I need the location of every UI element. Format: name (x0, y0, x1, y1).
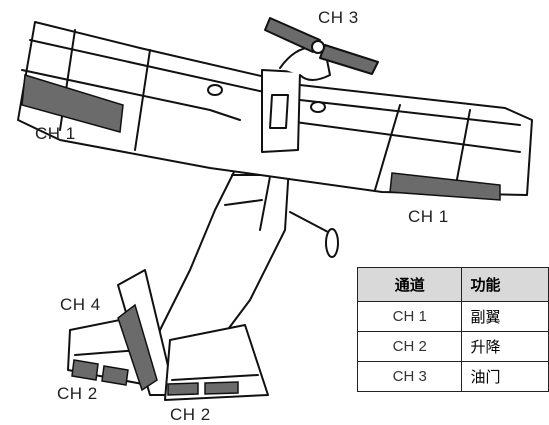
channel-function-table: 通道 功能 CH 1 副翼 CH 2 升降 CH 3 油门 (356, 267, 549, 392)
label-ch1-left-aileron: CH 1 (35, 124, 76, 143)
cell-function: 升降 (461, 331, 549, 362)
cell-channel: CH 2 (356, 331, 463, 362)
cell-function: 副翼 (461, 301, 549, 332)
table-row: CH 3 油门 (356, 361, 549, 392)
table-row: CH 2 升降 (356, 331, 549, 362)
label-ch2-left-elevator: CH 2 (57, 384, 98, 403)
table-row: CH 1 副翼 (356, 301, 549, 332)
label-ch1-right-aileron: CH 1 (408, 207, 449, 226)
cell-channel: CH 3 (356, 361, 463, 392)
cell-function: 油门 (461, 361, 549, 392)
aileron-left (21, 74, 124, 133)
propeller-blade (264, 17, 321, 53)
label-ch3-throttle: CH 3 (318, 8, 359, 27)
elevator-right-2 (204, 381, 239, 395)
right-stabilizer (164, 324, 269, 401)
rudder (117, 303, 158, 392)
header-function: 功能 (461, 267, 549, 302)
elevator-right (167, 382, 199, 396)
label-ch4-rudder: CH 4 (60, 295, 101, 314)
cell-channel: CH 1 (356, 301, 463, 332)
table-header-row: 通道 功能 (356, 267, 549, 302)
elevator-left-2 (101, 365, 129, 386)
aileron-right (389, 172, 501, 201)
label-ch2-right-elevator: CH 2 (170, 405, 211, 424)
propeller-blade (319, 44, 379, 75)
header-channel: 通道 (356, 267, 463, 302)
elevator-left (71, 359, 99, 381)
